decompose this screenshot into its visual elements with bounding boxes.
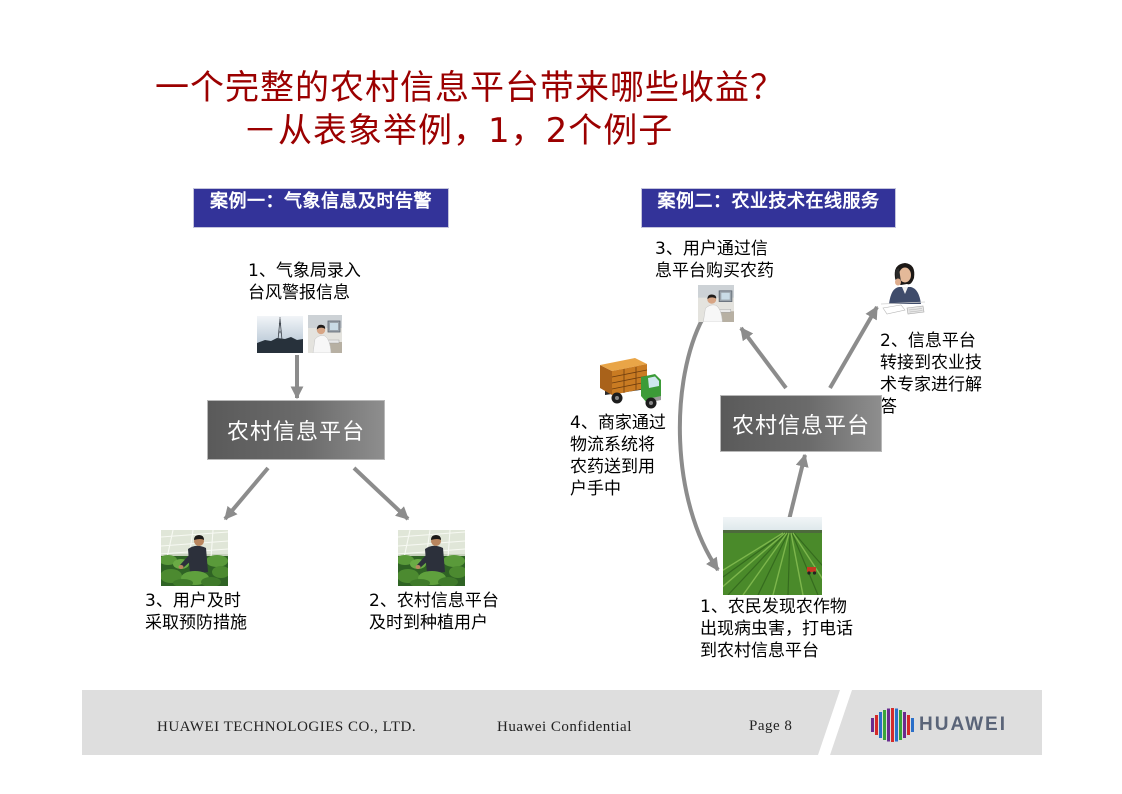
- arrow-farmer-to-platform: [785, 453, 809, 529]
- step-line: 户手中: [570, 479, 621, 499]
- crop-field-photo: [723, 517, 822, 595]
- greenhouse-worker-photo: [161, 530, 228, 586]
- case-two-step-4: 4、商家通过 物流系统将 农药送到用 户手中: [570, 412, 666, 500]
- case-one-header: 案例一：气象信息及时告警: [193, 188, 449, 228]
- step-line: 物流系统将: [570, 435, 655, 455]
- case-two-header: 案例二：农业技术在线服务: [641, 188, 896, 228]
- huawei-logo-text: HUAWEI: [919, 714, 1007, 735]
- greenhouse-worker-photo: [398, 530, 465, 586]
- delivery-truck-icon: [600, 358, 661, 409]
- footer-divider-slash: [818, 690, 852, 755]
- weather-tower-photo: [257, 316, 303, 353]
- huawei-logo-icon: [871, 708, 914, 742]
- footer-page-number: Page 8: [749, 718, 793, 734]
- case-one-step-2: 2、农村信息平台 及时到种植用户: [369, 590, 499, 634]
- footer-confidential: Huawei Confidential: [497, 719, 632, 735]
- rural-info-platform-box: 农村信息平台: [720, 395, 882, 452]
- step-line: 2、信息平台: [880, 331, 976, 351]
- step-line: 农药送到用: [570, 457, 655, 477]
- case-two-step-3: 3、用户通过信 息平台购买农药: [655, 238, 774, 282]
- footer-band: HUAWEI TECHNOLOGIES CO., LTD. Huawei Con…: [82, 690, 1042, 755]
- rural-info-platform-box: 农村信息平台: [207, 400, 385, 460]
- step-line: 转接到农业技: [880, 353, 982, 373]
- step-line: 4、商家通过: [570, 413, 666, 433]
- step-line: 3、用户通过信: [655, 239, 768, 259]
- arrow-platform-to-user: [223, 466, 270, 521]
- step-line: 2、农村信息平台: [369, 591, 499, 611]
- arrow-delivery-curve: [677, 317, 720, 572]
- step-line: 到农村信息平台: [700, 641, 819, 661]
- slide-title: 一个完整的农村信息平台带来哪些收益？: [155, 68, 785, 108]
- case-two-step-2: 2、信息平台 转接到农业技 术专家进行解 答: [880, 330, 982, 418]
- step-line: 1、气象局录入: [248, 261, 361, 281]
- case-one-step-1: 1、气象局录入 台风警报信息: [248, 260, 361, 304]
- step-line: 及时到种植用户: [369, 613, 488, 633]
- case-two-step-1: 1、农民发现农作物 出现病虫害，打电话 到农村信息平台: [700, 596, 853, 662]
- step-line: 1、农民发现农作物: [700, 597, 847, 617]
- office-worker-photo: [308, 315, 342, 353]
- step-line: 3、用户及时: [145, 591, 241, 611]
- office-worker-photo: [698, 285, 734, 322]
- arrow-platform-to-buyer: [739, 326, 788, 390]
- arrow-platform-to-expert: [828, 305, 879, 390]
- step-line: 台风警报信息: [248, 283, 350, 303]
- arrow-platform-to-grower: [352, 466, 410, 521]
- footer-company: HUAWEI TECHNOLOGIES CO., LTD.: [157, 719, 417, 735]
- case-one-step-3: 3、用户及时 采取预防措施: [145, 590, 247, 634]
- step-line: 术专家进行解: [880, 375, 982, 395]
- step-line: 答: [880, 397, 897, 417]
- woman-on-phone-photo: [881, 258, 925, 320]
- step-line: 出现病虫害，打电话: [700, 619, 853, 639]
- step-line: 息平台购买农药: [655, 261, 774, 281]
- step-line: 采取预防措施: [145, 613, 247, 633]
- slide-subtitle: －从表象举例，1，2个例子: [243, 111, 674, 151]
